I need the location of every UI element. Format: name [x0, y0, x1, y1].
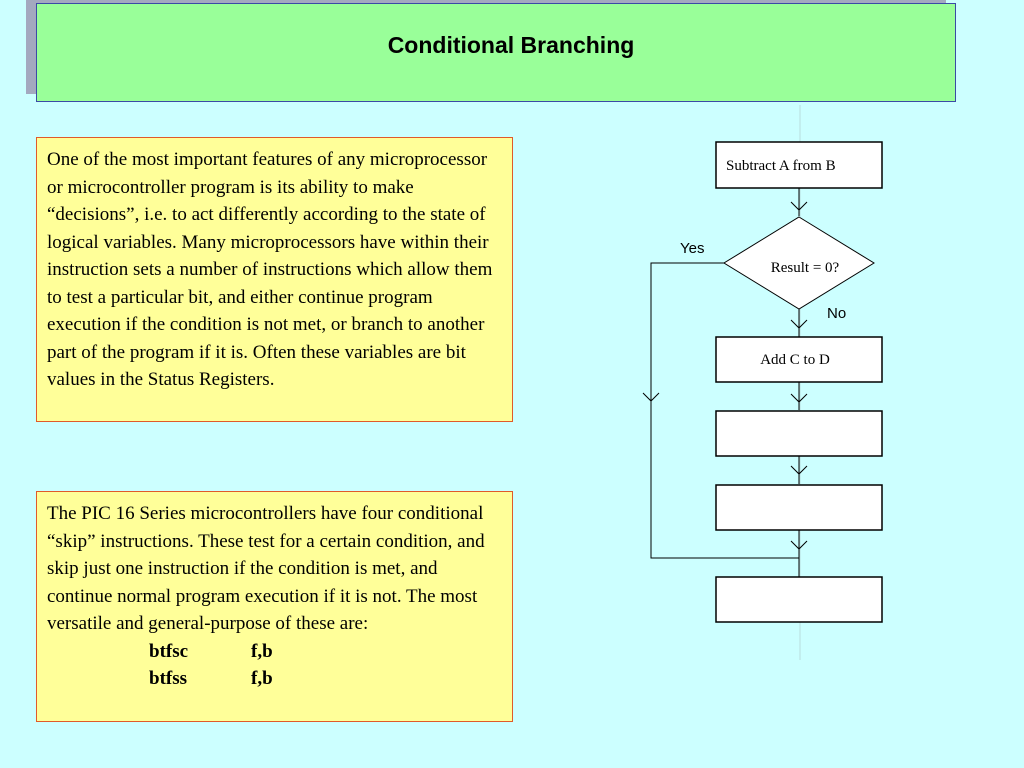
flow-step-empty-2 [715, 484, 883, 531]
instruction-args: f,b [251, 668, 273, 689]
flow-step-empty-1 [715, 410, 883, 457]
pic-paragraph: The PIC 16 Series microcontrollers have … [47, 503, 485, 634]
flow-step-empty-3 [715, 576, 883, 623]
yes-label: Yes [680, 240, 704, 257]
instruction-op: btfsc [149, 640, 189, 662]
instruction-row: btfss f,b [47, 665, 502, 693]
page-title: Conditional Branching [387, 32, 635, 58]
no-label: No [827, 305, 846, 322]
intro-paragraph: One of the most important features of an… [47, 149, 493, 390]
flow-step-subtract [715, 141, 883, 189]
pic-text-box: The PIC 16 Series microcontrollers have … [36, 491, 513, 722]
flow-decision-label: Result = 0? [771, 260, 840, 276]
flow-step-add-label: Add C to D [760, 352, 830, 368]
flow-connectors [642, 188, 808, 577]
instruction-row: btfsc f,b [47, 638, 502, 666]
title-box: Conditional Branching [36, 3, 956, 102]
flow-decision [723, 216, 875, 310]
instruction-args: f,b [251, 640, 273, 662]
intro-text-box: One of the most important features of an… [36, 137, 513, 422]
flow-step-subtract-label: Subtract A from B [726, 158, 836, 174]
flow-step-add [715, 336, 883, 383]
instruction-op: btfss [149, 668, 188, 689]
